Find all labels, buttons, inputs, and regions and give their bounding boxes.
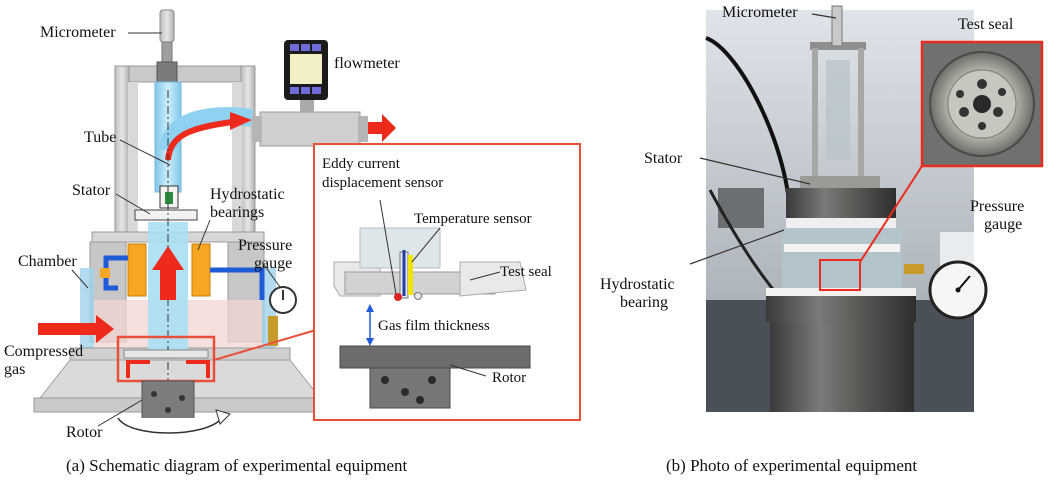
inset-label-test-seal: Test seal [500, 264, 552, 280]
seal-flow-arrows [126, 360, 210, 378]
inset-rotor [339, 345, 531, 409]
photo-label-micrometer: Micrometer [722, 4, 798, 21]
photo-label-test-seal: Test seal [958, 16, 1014, 33]
rotor-schematic [117, 380, 231, 434]
photo-label-pressure-gauge-line2: gauge [984, 216, 1023, 233]
inset-label-eddy-line2: displacement sensor [322, 175, 444, 191]
inset-label-temperature-sensor: Temperature sensor [414, 211, 532, 227]
label-compressed-gas-line1: Compressed [4, 343, 84, 360]
label-compressed-gas-line2: gas [4, 361, 26, 378]
hydrostatic-bearings [100, 243, 265, 300]
label-chamber: Chamber [18, 253, 77, 270]
inset-label-eddy-line1: Eddy current [322, 156, 400, 172]
caption-schematic: (a) Schematic diagram of experimental eq… [66, 456, 408, 475]
photo-leaders [689, 13, 837, 265]
test-seal-photo [920, 40, 1044, 168]
label-pressure-gauge-line2: gauge [254, 255, 293, 272]
flow-arrow-curve [165, 119, 233, 161]
flowmeter-device [252, 40, 368, 147]
stator-plate [134, 209, 198, 221]
inset-label-gas-film-thickness: Gas film thickness [378, 318, 490, 334]
gas-film-indicator [366, 304, 374, 346]
label-hydrostatic-bearings-line1: Hydrostatic [210, 186, 285, 203]
photo-label-hydrostatic-line1: Hydrostatic [600, 276, 675, 293]
label-hydrostatic-bearings-line2: bearings [210, 204, 265, 221]
inset-seal-section [333, 227, 527, 301]
label-pressure-gauge-line1: Pressure [238, 237, 293, 254]
inset-label-rotor: Rotor [492, 370, 527, 386]
outlet-arrow [368, 114, 396, 142]
up-arrow [152, 246, 184, 300]
caption-photo: (b) Photo of experimental equipment [666, 456, 918, 475]
pressure-gauge-schematic [268, 286, 297, 346]
label-stator: Stator [72, 182, 111, 199]
flow-arrow-head [230, 112, 252, 130]
photo-label-pressure-gauge-line1: Pressure [970, 198, 1025, 215]
compressed-gas-arrow [38, 315, 114, 343]
inset-connector [213, 329, 317, 361]
test-seal-connector [859, 165, 923, 263]
label-micrometer: Micrometer [40, 24, 116, 41]
photo-label-hydrostatic-line2: bearing [620, 294, 668, 311]
label-rotor: Rotor [66, 424, 103, 441]
inset-leaders [379, 199, 501, 377]
schematic-leaders [71, 32, 281, 427]
label-tube: Tube [84, 129, 117, 146]
label-flowmeter: flowmeter [334, 55, 400, 72]
photo-label-stator: Stator [644, 150, 683, 167]
micrometer-device [156, 9, 178, 83]
